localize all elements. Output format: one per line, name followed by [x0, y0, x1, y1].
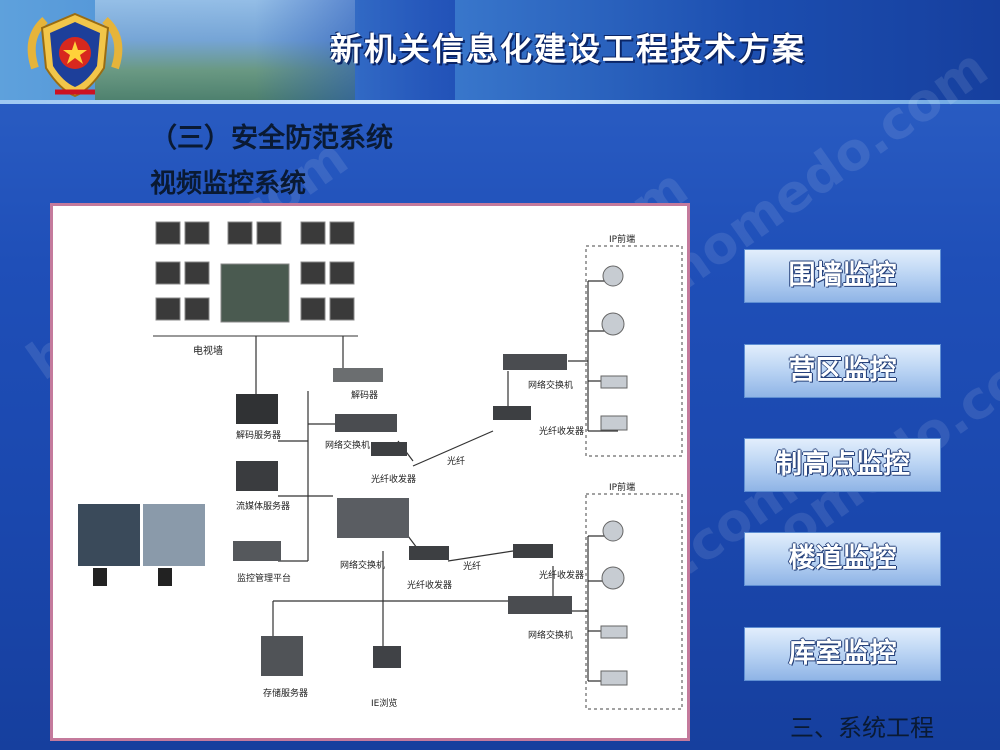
- net-switch-r2-label: 网络交换机: [528, 629, 573, 641]
- nav-button-corridor-monitoring[interactable]: 楼道监控: [744, 532, 941, 586]
- display-monitor-left: [78, 504, 140, 566]
- tv-wall-label: 电视墙: [193, 344, 223, 357]
- ip-front-top-box: [585, 245, 683, 457]
- decode-server-device: [236, 394, 278, 424]
- storage-server-device: [261, 636, 303, 676]
- fiber-text-mid: 光纤: [463, 560, 481, 572]
- nav-button-highpoint-monitoring[interactable]: 制高点监控: [744, 438, 941, 492]
- ip-cameras-top: [600, 265, 628, 431]
- decoder-label: 解码器: [351, 389, 378, 401]
- section-subheading: 视频监控系统: [150, 169, 307, 199]
- laptop-device: [373, 646, 401, 668]
- ip-front-bottom-label: IP前端: [609, 481, 635, 493]
- fiber-top-label: 光纤收发器: [371, 473, 416, 485]
- connection-lines: [255, 280, 618, 682]
- decode-server-label: 解码服务器: [236, 429, 281, 441]
- mgmt-platform-label: 监控管理平台: [237, 572, 291, 584]
- fiber-top-device: [371, 442, 407, 456]
- switch-top-label: 网络交换机: [325, 439, 370, 451]
- decoder-device: [333, 368, 383, 382]
- storage-server-label: 存储服务器: [263, 687, 308, 699]
- switch-top-device: [335, 414, 397, 432]
- footer-section-label: 三、系统工程: [790, 714, 934, 742]
- fiber-r2-device: [513, 544, 553, 558]
- ip-front-top-label: IP前端: [609, 233, 635, 245]
- net-switch-r1-label: 网络交换机: [528, 379, 573, 391]
- police-emblem-icon: [27, 12, 123, 98]
- net-switch-r1-device: [503, 354, 567, 370]
- fiber-r1-device: [493, 406, 531, 420]
- display-monitor-right: [143, 504, 205, 566]
- nav-button-storeroom-monitoring[interactable]: 库室监控: [744, 627, 941, 681]
- header-band: [0, 0, 1000, 100]
- fiber-mid-label: 光纤收发器: [407, 579, 452, 591]
- ip-cameras-bottom: [600, 520, 628, 686]
- ie-browse-label: IE浏览: [371, 697, 397, 709]
- nav-button-wall-monitoring[interactable]: 围墙监控: [744, 249, 941, 303]
- header-fade: [255, 0, 455, 100]
- section-heading: （三）安全防范系统: [150, 123, 393, 154]
- core-switch-device: [337, 498, 409, 538]
- media-server-label: 流媒体服务器: [236, 500, 290, 512]
- header-divider: [0, 100, 1000, 104]
- fiber-r2-label: 光纤收发器: [539, 569, 584, 581]
- nav-button-camp-monitoring[interactable]: 营区监控: [744, 344, 941, 398]
- core-switch-label: 网络交换机: [340, 559, 385, 571]
- mgmt-platform-device: [233, 541, 281, 561]
- fiber-mid-device: [409, 546, 449, 560]
- tv-wall: [155, 221, 355, 323]
- ip-front-bottom-box: [585, 493, 683, 710]
- network-diagram-svg: 电视墙 解码器 解码服务器 网络交换机 光纤收发器 光纤: [78, 221, 683, 710]
- video-surveillance-diagram: 电视墙 解码器 解码服务器 网络交换机 光纤收发器 光纤: [50, 203, 690, 741]
- media-server-device: [236, 461, 278, 491]
- fiber-r1-label: 光纤收发器: [539, 425, 584, 437]
- fiber-text-top: 光纤: [447, 455, 465, 467]
- net-switch-r2-device: [508, 596, 572, 614]
- page-title: 新机关信息化建设工程技术方案: [330, 30, 807, 68]
